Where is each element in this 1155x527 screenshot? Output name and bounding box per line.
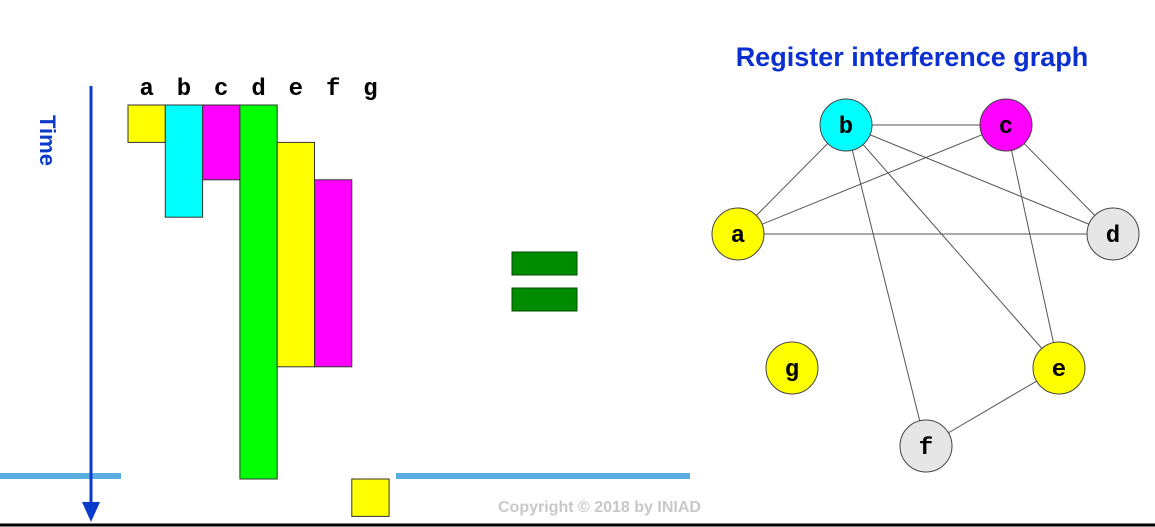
node-g: [765, 341, 819, 395]
node-label-f: f: [919, 435, 933, 462]
graph-title: Register interference graph: [736, 42, 1089, 72]
lifetime-label-d: d: [251, 76, 265, 103]
node-label-c: c: [999, 114, 1013, 141]
node-label-d: d: [1106, 223, 1120, 250]
lifetime-label-f: f: [326, 76, 340, 103]
lifetime-bar-e: [276, 141, 316, 368]
lifetime-label-e: e: [289, 76, 303, 103]
node-label-a: a: [731, 223, 745, 250]
node-d: [1086, 207, 1140, 261]
time-label: Time: [35, 115, 60, 166]
equals-bar-bottom: [511, 287, 578, 312]
node-label-g: g: [785, 357, 799, 384]
time-axis-arrowhead: [82, 502, 100, 522]
lifetime-label-c: c: [214, 76, 228, 103]
node-a: [711, 207, 765, 261]
edge-c-e: [1005, 124, 1060, 369]
lifetime-bar-d: [239, 104, 278, 480]
graph-edges: [737, 124, 1114, 447]
equals-bar-top: [511, 251, 578, 276]
edge-b-d: [845, 124, 1114, 235]
lifetime-bar-g: [351, 478, 390, 517]
lifetime-bar-a: [127, 104, 166, 143]
lifetime-label-g: g: [363, 76, 377, 103]
node-e: [1032, 341, 1086, 395]
edge-b-f: [845, 124, 927, 447]
node-b: [819, 98, 873, 152]
edge-a-c: [737, 124, 1007, 235]
copyright-text: Copyright © 2018 by INIAD: [498, 499, 701, 516]
node-label-e: e: [1052, 357, 1066, 384]
lifetime-bar-f: [314, 179, 353, 368]
graph-nodes: a b c d e f g: [711, 98, 1140, 473]
lifetime-label-b: b: [177, 76, 191, 103]
edge-b-e: [845, 124, 1060, 369]
lifetime-bar-c: [202, 104, 241, 181]
node-label-b: b: [839, 114, 853, 141]
node-c: [979, 98, 1033, 152]
lifetime-label-a: a: [139, 76, 153, 103]
lifetime-bar-b: [164, 104, 204, 218]
node-f: [899, 419, 953, 473]
